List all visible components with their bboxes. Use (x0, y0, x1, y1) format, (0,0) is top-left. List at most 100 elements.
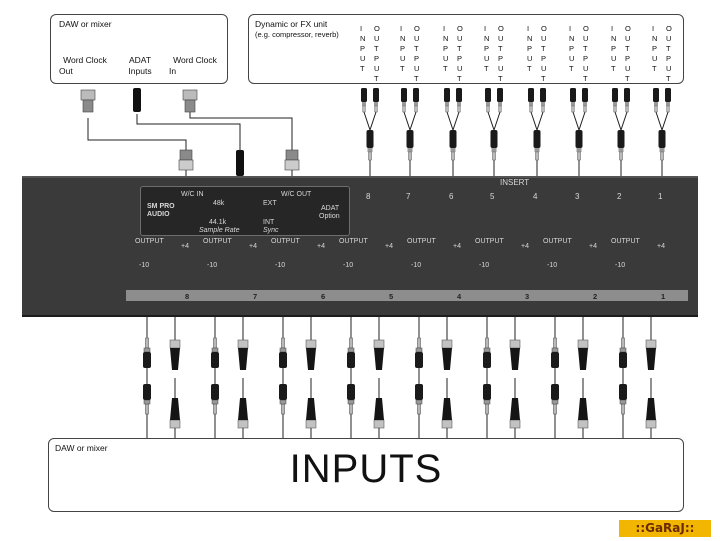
minus10-label: -10 (343, 262, 354, 269)
fx-input-letter: I (527, 24, 530, 33)
fx-plug-body (456, 88, 462, 102)
rate-48k-label: 48k (213, 200, 225, 207)
fx-output-letter: O (666, 24, 672, 33)
fx-input-letter: N (400, 34, 406, 43)
fx-input-letter: I (652, 24, 655, 33)
channel-number-strip (126, 290, 688, 301)
plug-tip (621, 403, 625, 415)
xlr-body (578, 398, 588, 420)
daw-xlr-plug (237, 398, 249, 429)
minus10-label: -10 (615, 262, 626, 269)
fx-input-letter: N (652, 34, 658, 43)
fx-output-letter: U (625, 34, 631, 43)
plug-collar (551, 399, 559, 405)
fx-output-letter: P (666, 54, 672, 63)
fx-plug-tip (402, 105, 406, 113)
fx-input-letter: U (484, 54, 490, 63)
fx-plug-body (444, 88, 450, 102)
insert-plug-body (533, 130, 541, 148)
plug-collar (143, 347, 151, 353)
output-trs-plug (415, 337, 423, 368)
fx-output-letter: T (498, 44, 503, 53)
xlr-head (373, 419, 385, 429)
daw-trs-plug (143, 384, 151, 415)
xlr-head (577, 419, 589, 429)
xlr-body (306, 398, 316, 420)
insert-y-cable (487, 111, 501, 132)
plug-tip (349, 337, 353, 349)
fx-plug-collar (529, 102, 533, 106)
adat-option-line2: Option (319, 213, 340, 220)
plug-tip (621, 337, 625, 349)
fx-input-letter: T (611, 64, 616, 73)
fx-output-letter: T (541, 44, 546, 53)
fx-input-letter: P (360, 44, 366, 53)
fx-output-letter: O (457, 24, 463, 33)
fx-plug-collar (571, 102, 575, 106)
fx-output-letter: O (625, 24, 631, 33)
fx-input-letter: N (360, 34, 366, 43)
insert-plug-tip (577, 151, 581, 161)
daw-xlr-plug (373, 398, 385, 429)
plug-collar (211, 399, 219, 405)
fx-output-letter: P (541, 54, 547, 63)
insert-y-cable (614, 111, 628, 132)
fx-plug-collar (541, 102, 545, 106)
insert-label: INSERT (500, 178, 530, 187)
fx-input-letter: U (611, 54, 617, 63)
fx-output-letter: U (414, 34, 420, 43)
insert-number: 3 (575, 192, 580, 201)
cable-word-clock-out (87, 118, 187, 150)
output-label: OUTPUT (611, 238, 640, 245)
insert-plug-body (575, 130, 583, 148)
insert-plug-tip (451, 151, 455, 161)
plug-body (415, 352, 423, 368)
port-label-line2: Out (59, 66, 73, 76)
fx-output-letter: U (457, 34, 463, 43)
fx-plug-tip (374, 105, 378, 113)
optical-plug-top (133, 88, 141, 112)
fx-input-letter: U (527, 54, 533, 63)
bnc-connector-barrel (184, 99, 196, 113)
insert-number: 1 (658, 192, 663, 201)
fx-output-letter: T (457, 44, 462, 53)
rate-441k-label: 44.1k (209, 219, 227, 226)
fx-output-letter: U (457, 64, 463, 73)
sample-rate-label: Sample Rate (199, 227, 240, 234)
fx-input-letter: I (443, 24, 446, 33)
xlr-body (646, 398, 656, 420)
fx-output-letter: P (414, 54, 420, 63)
output-label: OUTPUT (339, 238, 368, 245)
minus10-label: -10 (207, 262, 218, 269)
plug-collar (279, 399, 287, 405)
cable-word-clock-in (189, 110, 293, 150)
plug-tip (145, 403, 149, 415)
channel-number: 7 (253, 292, 258, 301)
bnc-connector-device (179, 149, 193, 161)
cable-adat (136, 114, 241, 150)
adat-brand-line2: AUDIO (147, 211, 170, 218)
fx-unit-title: Dynamic or FX unit (255, 19, 328, 29)
plug-collar (279, 347, 287, 353)
output-trs-plug (279, 337, 287, 368)
fx-input-letter: N (484, 34, 490, 43)
fx-plug-collar (486, 102, 490, 106)
fx-input-letter: P (527, 44, 533, 53)
output-trs-plug (347, 337, 355, 368)
fx-plug-body (528, 88, 534, 102)
fx-output-letter: T (625, 44, 630, 53)
fx-input-letter: U (569, 54, 575, 63)
xlr-body (442, 398, 452, 420)
plus4-label: +4 (589, 243, 597, 250)
xlr-body (374, 348, 384, 370)
plug-collar (619, 347, 627, 353)
insert-plug-tip (660, 151, 664, 161)
plus4-label: +4 (657, 243, 665, 250)
bnc-connector-barrel (82, 99, 94, 113)
insert-plug-body (406, 130, 414, 148)
fx-plug-body (361, 88, 367, 102)
fx-input-letter: P (652, 44, 658, 53)
plug-tip (417, 337, 421, 349)
plug-collar (347, 347, 355, 353)
plug-collar (415, 347, 423, 353)
